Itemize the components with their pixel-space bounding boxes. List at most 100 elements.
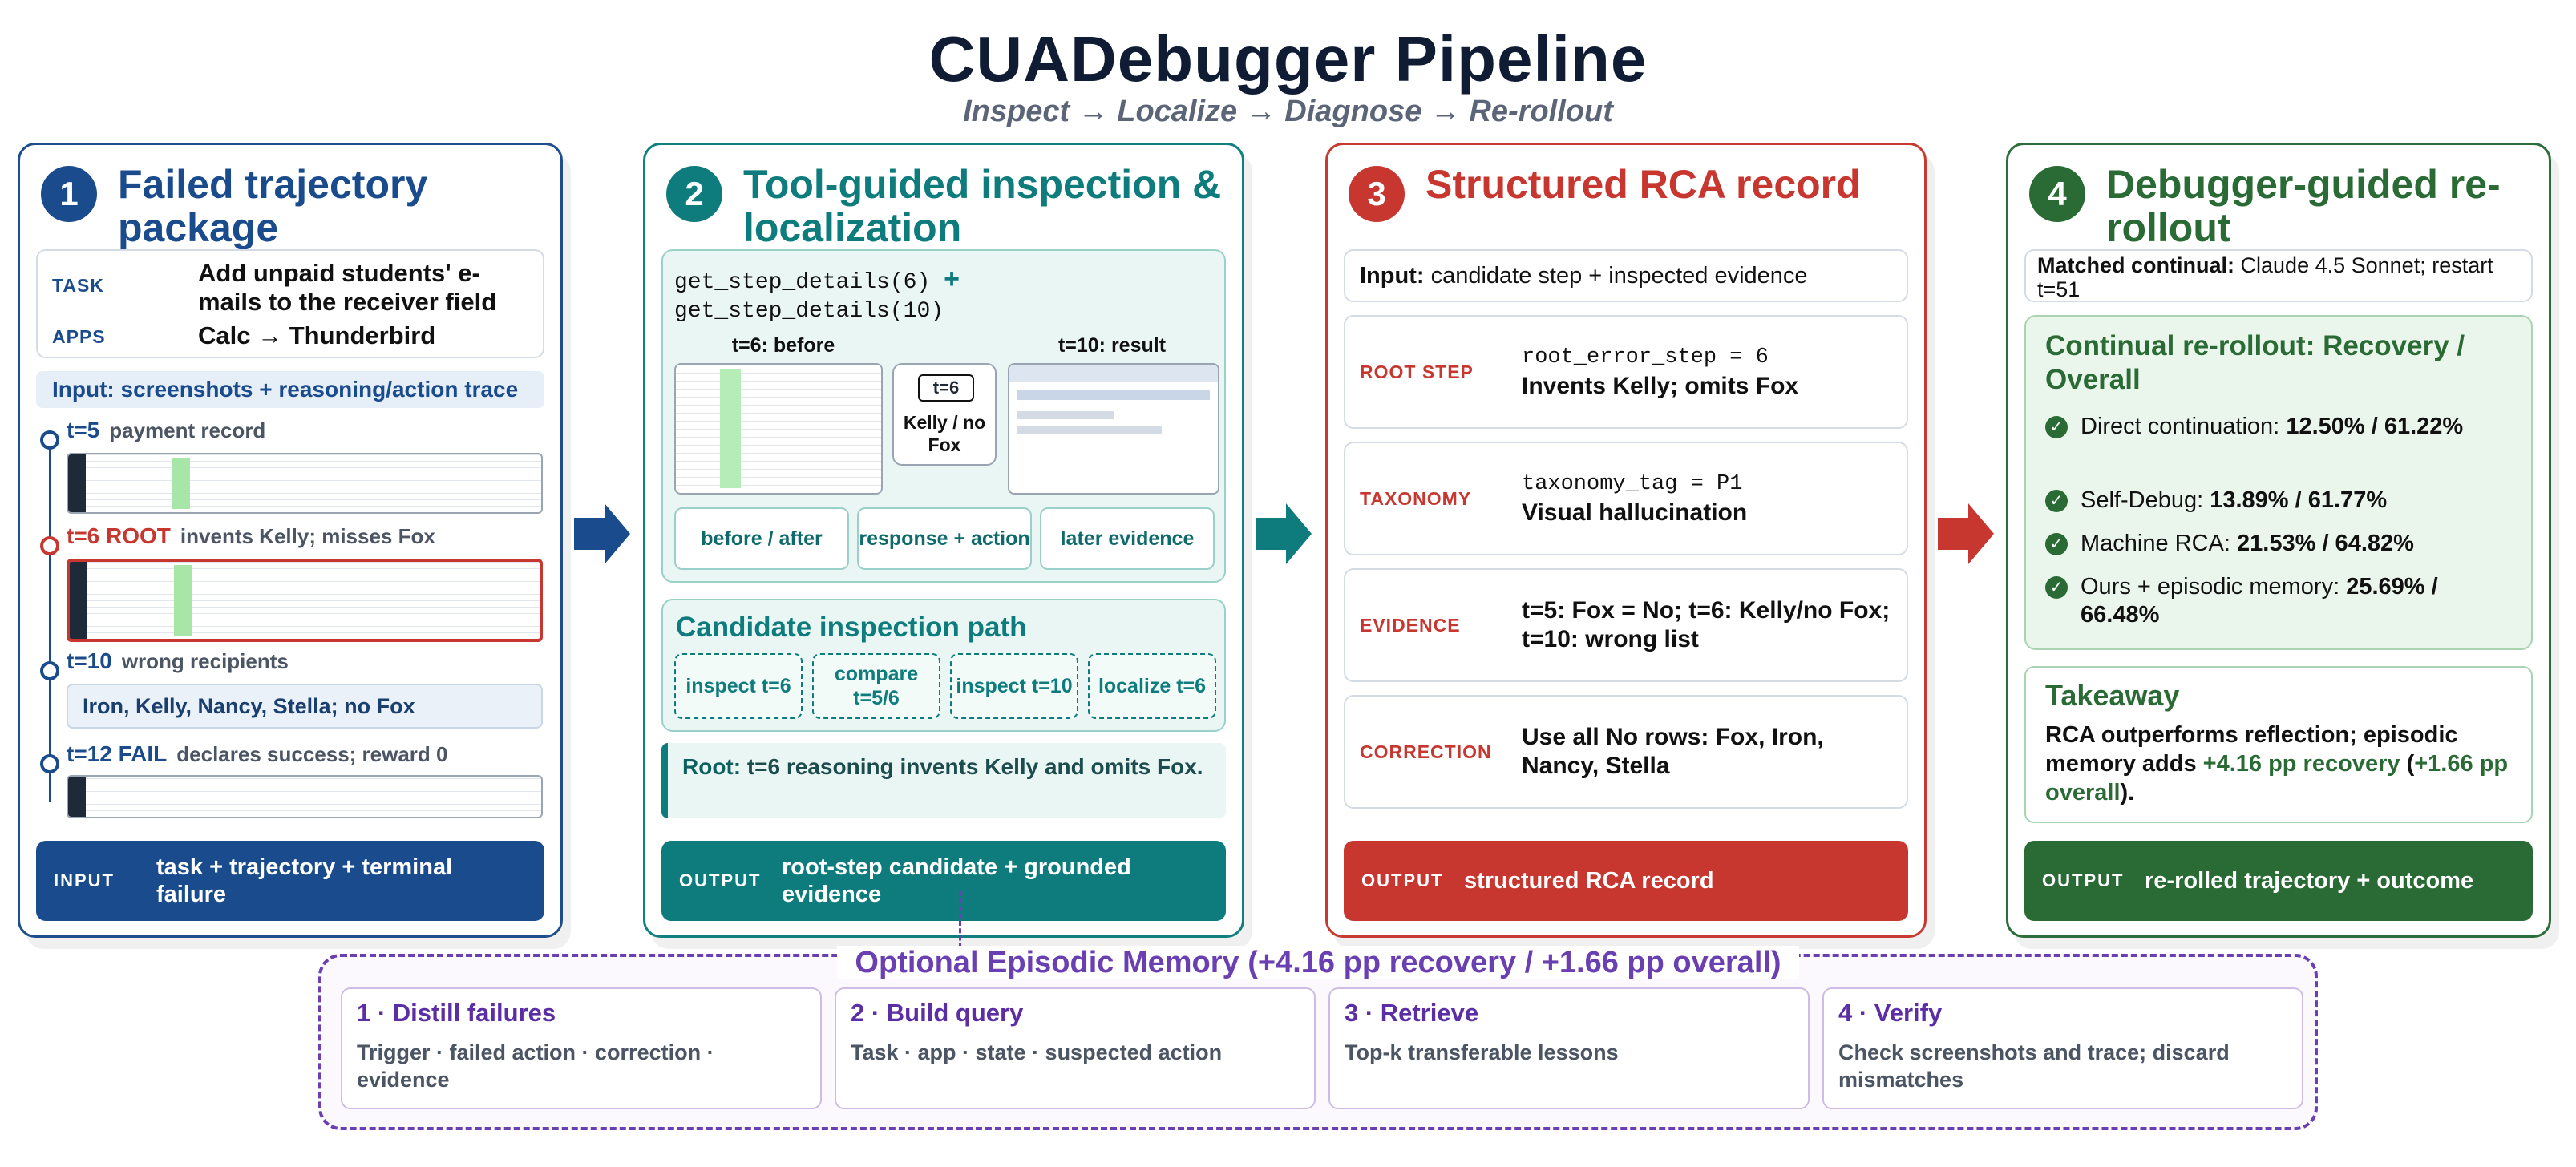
rca-text: Visual hallucination [1522, 499, 1748, 526]
memory-card-head: 4 · Verify [1838, 999, 1943, 1027]
timeline-dot [40, 430, 59, 450]
result-name: Direct continuation: [2081, 414, 2280, 439]
result-name: Self-Debug: [2081, 487, 2204, 513]
input-text: candidate step + inspected evidence [1430, 263, 1808, 289]
output-bar: OUTPUT structured RCA record [1344, 841, 1908, 921]
panel-title: Failed trajectory package [118, 162, 428, 250]
timeline-item: t=5 payment record [67, 418, 265, 443]
evidence-chip: before / after [674, 507, 849, 570]
apps-value: Calc → Thunderbird [198, 321, 436, 349]
panel-title: Debugger-guided re-rollout [2106, 162, 2501, 250]
timeline-step: t=5 [67, 418, 100, 442]
step-tag: t=6 [918, 374, 974, 402]
rca-text: t=5: Fox = No; t=6: Kelly/no Fox; t=10: … [1522, 597, 1891, 652]
takeaway-title: Takeaway [2045, 679, 2180, 712]
panel-structured-rca: 3 Structured RCA record Input: candidate… [1325, 143, 1927, 938]
panel-title: Structured RCA record [1425, 162, 1861, 207]
bar-label: INPUT [54, 870, 115, 890]
path-step: inspect t=6 [674, 653, 803, 719]
recovery-title: Continual re-rollout: Recovery / Overall [2045, 330, 2465, 395]
memory-card-body: Trigger · failed action · correction · e… [357, 1040, 714, 1092]
result-name: Machine RCA: [2081, 531, 2230, 556]
screenshot-thumbnail [67, 775, 543, 818]
bar-text: task + trajectory + terminal failure [156, 854, 453, 907]
panel-failed-trajectory: 1 Failed trajectory package TASK Add unp… [18, 143, 563, 938]
memory-card-body: Task · app · state · suspected action [851, 1040, 1223, 1064]
rca-code: root_error_step = 6 [1522, 345, 1769, 369]
screenshot-thumbnail-root [67, 559, 543, 642]
panel-title: Tool-guided inspection & localization [743, 162, 1222, 250]
task-value: Add unpaid students' e-mails to the rece… [198, 259, 497, 316]
rca-text: Use all No rows: Fox, Iron, Nancy, Stell… [1522, 724, 1824, 779]
memory-card-body: Top-k transferable lessons [1345, 1040, 1619, 1064]
callout-text: Kelly / no Fox [903, 412, 986, 455]
inspection-path-box: Candidate inspection path inspect t=6 co… [661, 599, 1226, 732]
output-bar: OUTPUT re-rolled trajectory + outcome [2024, 841, 2533, 921]
panel-tool-inspection: 2 Tool-guided inspection & localization … [643, 143, 1244, 938]
rca-key: ROOT STEP [1360, 361, 1474, 382]
bar-label: OUTPUT [1361, 870, 1444, 890]
rca-text: Invents Kelly; omits Fox [1522, 373, 1799, 399]
path-title: Candidate inspection path [676, 612, 1027, 643]
result-value: 12.50% / 61.22% [2286, 414, 2464, 439]
result-value: 25.69% / 66.48% [2081, 574, 2438, 628]
recovery-box: Continual re-rollout: Recovery / Overall… [2024, 315, 2533, 650]
bar-label: OUTPUT [679, 870, 762, 890]
result-value: 21.53% / 64.82% [2237, 531, 2414, 556]
recipients-list: Iron, Kelly, Nancy, Stella; no Fox [67, 684, 543, 729]
root-text: t=6 reasoning invents Kelly and omits Fo… [746, 754, 1203, 779]
panel-rerollout: 4 Debugger-guided re-rollout Matched con… [2006, 143, 2551, 938]
input-line: Input: screenshots + reasoning/action tr… [36, 371, 544, 408]
path-step: compare t=5/6 [812, 653, 940, 719]
rca-key: TAXONOMY [1360, 487, 1472, 509]
result-screenshot [1008, 363, 1219, 495]
rca-row-root-step: ROOT STEP root_error_step = 6 Invents Kel… [1344, 315, 1908, 429]
caption-result: t=10: result [1057, 334, 1167, 357]
takeaway-highlight: +4.16 pp recovery [2202, 751, 2400, 777]
takeaway-highlight: +1.66 pp overall [2045, 751, 2509, 806]
timeline-dot [40, 754, 59, 773]
rca-row-correction: CORRECTION Use all No rows: Fox, Iron, N… [1344, 695, 1908, 809]
memory-card: 2 · Build query Task · app · state · sus… [835, 987, 1316, 1109]
check-icon: ✓ [2045, 490, 2068, 512]
timeline-desc: invents Kelly; misses Fox [180, 524, 435, 548]
path-step: localize t=6 [1088, 653, 1216, 719]
memory-card: 1 · Distill failures Trigger · failed ac… [341, 987, 822, 1109]
bar-text: root-step candidate + grounded evidence [782, 854, 1131, 907]
plus-sign: + [944, 264, 960, 294]
result-item: ✓Direct continuation: 12.50% / 61.22% [2045, 413, 2520, 441]
task-key: TASK [52, 275, 104, 296]
memory-card-head: 2 · Build query [851, 999, 1024, 1027]
rca-row-evidence: EVIDENCE t=5: Fox = No; t=6: Kelly/no Fo… [1344, 568, 1908, 682]
takeaway-part: ). [2120, 780, 2135, 806]
result-item: ✓ Machine RCA: 21.53% / 64.82% [2045, 530, 2520, 558]
matched-label: Matched continual: [2037, 253, 2235, 277]
step-number-badge: 4 [2029, 166, 2085, 222]
takeaway-box: Takeaway RCA outperforms reflection; epi… [2024, 666, 2533, 823]
timeline-desc: payment record [109, 418, 266, 442]
timeline-desc: wrong recipients [121, 649, 289, 673]
tool-call: get_step_details(6) + [674, 264, 960, 295]
memory-title-text: Optional Episodic Memory (+4.16 pp recov… [837, 946, 1799, 979]
takeaway-part: RCA outperforms reflection; episodic mem… [2045, 722, 2458, 777]
matched-box: Matched continual: Claude 4.5 Sonnet; re… [2024, 249, 2533, 302]
timeline-desc: declares success; reward 0 [176, 742, 448, 766]
result-value: 13.89% / 61.77% [2210, 487, 2388, 513]
check-icon: ✓ [2045, 533, 2068, 555]
apps-key: APPS [52, 326, 106, 347]
before-screenshot [674, 363, 883, 495]
rca-key: EVIDENCE [1360, 614, 1461, 636]
rca-input-box: Input: candidate step + inspected eviden… [1344, 249, 1908, 302]
input-label: Input: [1360, 263, 1425, 289]
tool-call-1: get_step_details(6) [674, 270, 931, 295]
memory-card: 3 · Retrieve Top-k transferable lessons [1328, 987, 1810, 1109]
task-box: TASK Add unpaid students' e-mails to the… [36, 249, 544, 358]
result-name: Ours + episodic memory: [2081, 574, 2340, 600]
bar-text: structured RCA record [1464, 868, 1714, 894]
memory-card: 4 · Verify Check screenshots and trace; … [1822, 987, 2303, 1109]
step-number-badge: 1 [41, 166, 97, 222]
